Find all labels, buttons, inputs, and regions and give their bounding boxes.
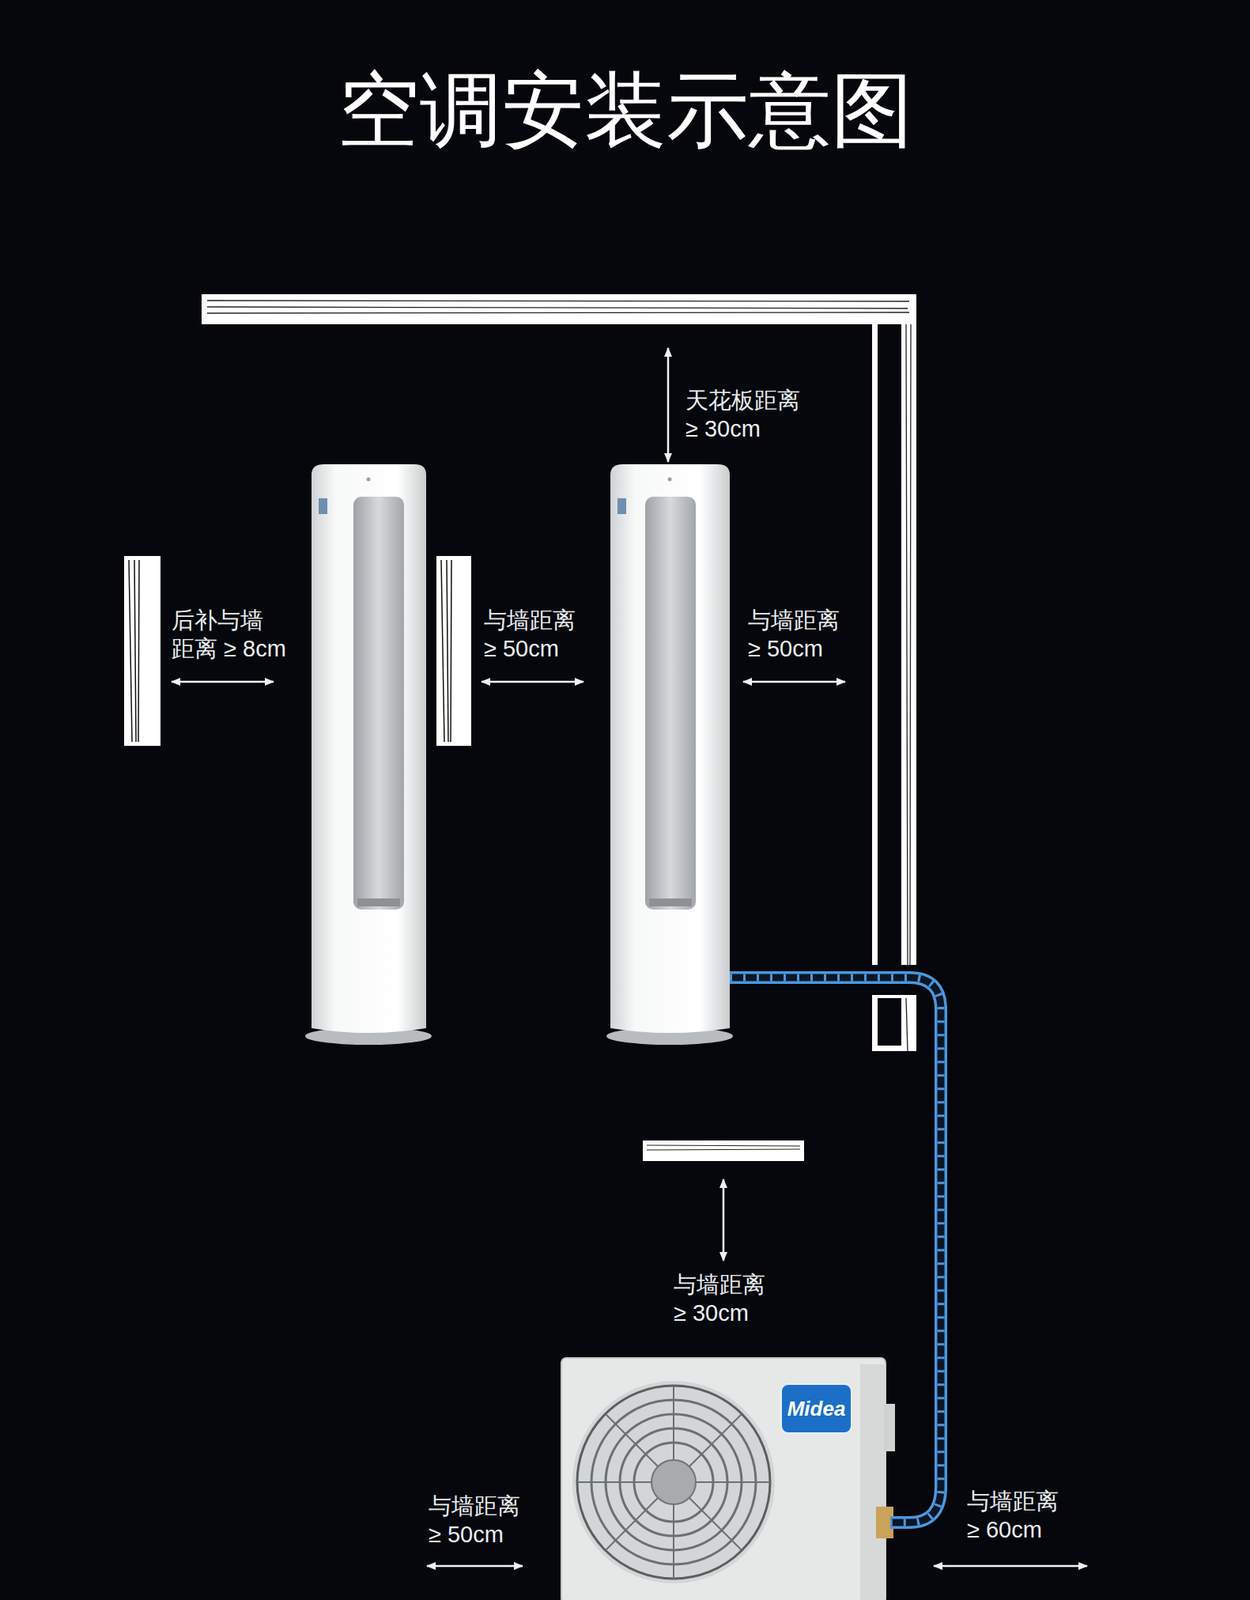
dimension-arrow [667, 347, 670, 462]
dimension-arrow [481, 680, 584, 684]
wall-hatch [441, 559, 452, 742]
refrigerant-pipe [729, 977, 941, 1522]
wall-hatch [128, 559, 140, 742]
air-panel [645, 496, 696, 910]
dimension-label: 与墙距离 ≥ 50cm [483, 605, 586, 664]
display-window [318, 498, 328, 514]
wall-section [124, 555, 161, 746]
diagram-title: 空调安装示意图 [0, 63, 1250, 159]
side-wall [872, 994, 917, 1051]
air-panel [353, 496, 405, 910]
dimension-arrow [171, 680, 274, 684]
fan-spokes [577, 1385, 771, 1579]
pipe-inner [729, 977, 941, 1522]
wall-core [877, 324, 902, 965]
display-window [617, 498, 627, 514]
unit-body [610, 464, 730, 1033]
panel-grille [649, 898, 692, 907]
logo-dot [668, 477, 673, 482]
dimension-arrows [171, 347, 1088, 1566]
indoor-unit [606, 464, 733, 1045]
wall-hatch [207, 300, 910, 314]
panel-grille [357, 898, 401, 907]
unit-body [311, 464, 427, 1033]
wall-core [877, 997, 902, 1046]
wall-hatch [906, 324, 911, 1051]
dimension-label: 与墙距离 ≥ 30cm [673, 1269, 775, 1328]
logo-dot [366, 477, 371, 482]
ceiling-wall [201, 294, 917, 325]
brand-logo: Midea [780, 1382, 853, 1434]
side-panel [860, 1363, 886, 1600]
pipe-outer [729, 977, 941, 1522]
unit-casing [561, 1357, 886, 1600]
dimension-label: 与墙距离 ≥ 50cm [747, 605, 850, 664]
wall-section [642, 1140, 805, 1161]
dimension-arrow [426, 1564, 523, 1568]
room-wall [201, 294, 917, 1051]
dimension-label: 后补与墙 距离 ≥ 8cm [171, 605, 307, 664]
partial-wall [642, 1140, 805, 1161]
dimension-label: 天花板距离 ≥ 30cm [685, 385, 810, 444]
dimension-arrow [743, 680, 846, 684]
fan-grill [577, 1385, 771, 1579]
indoor-unit [305, 464, 432, 1045]
dimension-arrow [933, 1564, 1088, 1568]
side-cover [883, 1403, 896, 1451]
fan-hub [651, 1459, 696, 1504]
outdoor-unit [561, 1357, 896, 1600]
fan-guard [572, 1380, 775, 1583]
dimension-arrow [722, 1178, 726, 1261]
pipe-rungs [729, 977, 941, 1522]
wall-hatch [646, 1144, 801, 1150]
logo-text: Midea [787, 1396, 846, 1421]
wall-section [436, 555, 472, 746]
dimension-label: 与墙距离 ≥ 60cm [966, 1486, 1069, 1545]
dimension-label: 与墙距离 ≥ 50cm [428, 1491, 530, 1549]
